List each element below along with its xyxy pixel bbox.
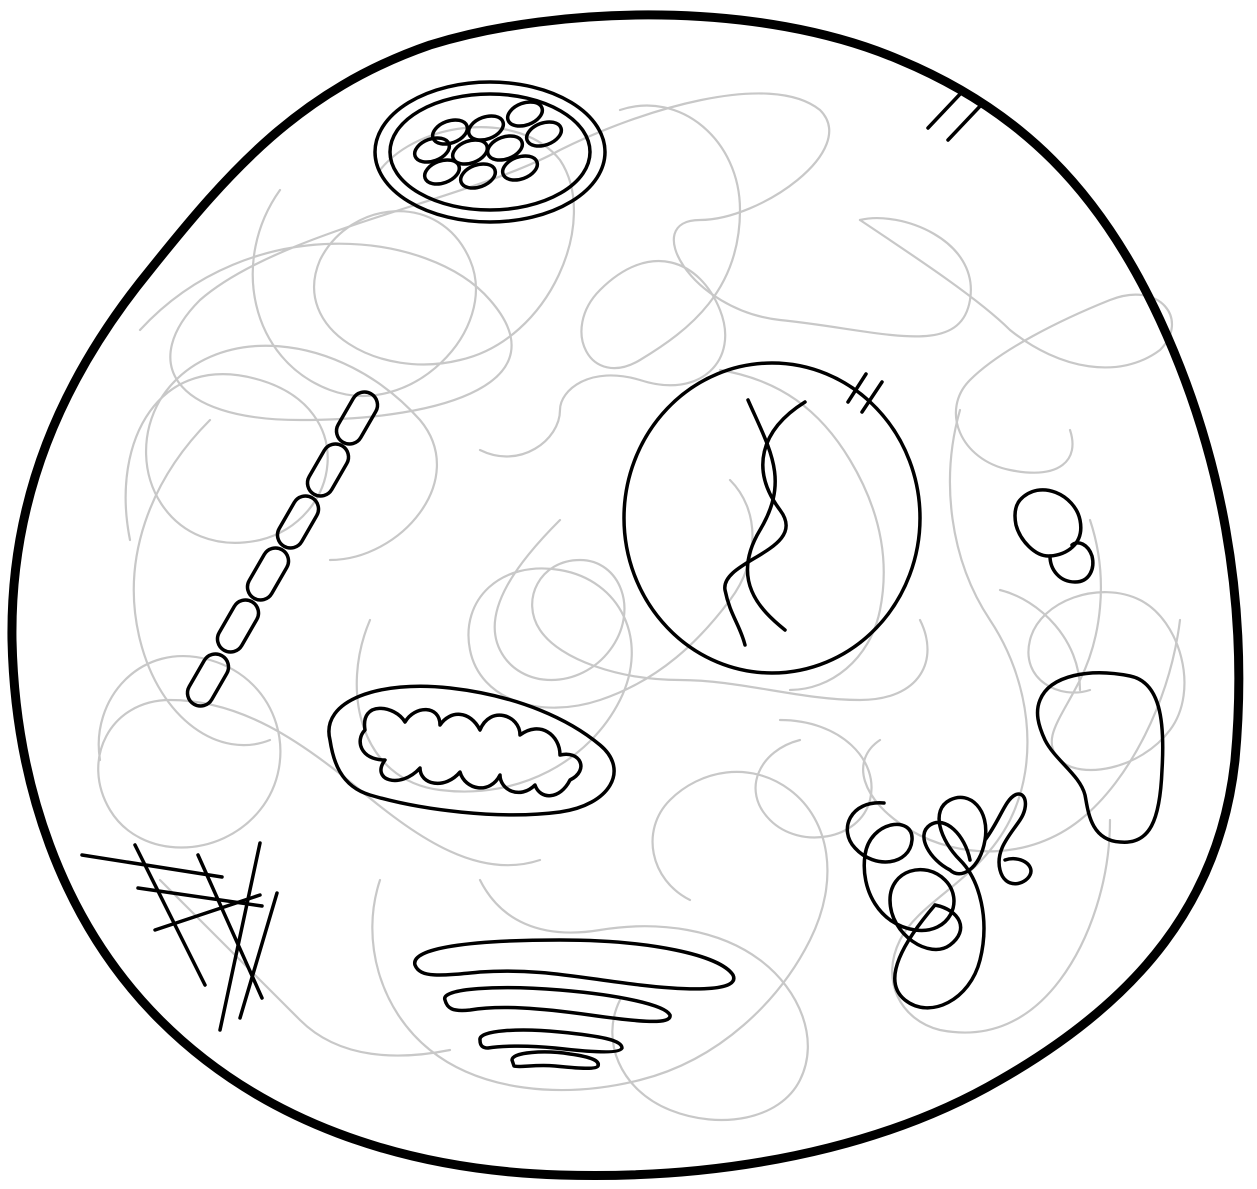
endoplasmic-reticulum xyxy=(847,794,1031,1008)
lysosome-blob xyxy=(1015,490,1093,582)
microtubule-bundle xyxy=(82,843,277,1030)
filament-14 xyxy=(480,880,808,1120)
mitochondrion-cristae xyxy=(360,708,581,795)
cytoskeleton-filaments xyxy=(98,93,1184,1120)
centrosome xyxy=(375,82,605,222)
chain-segment xyxy=(183,649,234,710)
chromosome-strand xyxy=(747,400,785,630)
tick-mark xyxy=(928,92,962,128)
filament-13 xyxy=(863,590,1180,851)
filament-8 xyxy=(98,656,540,865)
centrosome-inner xyxy=(390,94,590,210)
filament-10 xyxy=(495,520,928,700)
vacuole xyxy=(1038,673,1163,842)
tick-mark xyxy=(948,102,984,140)
mitochondrion-chain xyxy=(183,387,383,710)
microtubule xyxy=(220,843,260,1030)
golgi-cisterna xyxy=(415,940,734,989)
golgi-cisterna xyxy=(445,988,670,1022)
chain-segment xyxy=(303,439,354,500)
golgi-cisterna xyxy=(480,1030,622,1052)
filament-15 xyxy=(134,370,884,745)
chain-segment xyxy=(213,595,264,656)
chain-segment xyxy=(243,543,294,604)
filament-7 xyxy=(892,410,1110,1033)
centrosome-outer xyxy=(375,82,605,222)
cell-membrane xyxy=(12,15,1239,1176)
golgi-cisterna xyxy=(512,1052,598,1068)
golgi-apparatus xyxy=(415,940,734,1068)
